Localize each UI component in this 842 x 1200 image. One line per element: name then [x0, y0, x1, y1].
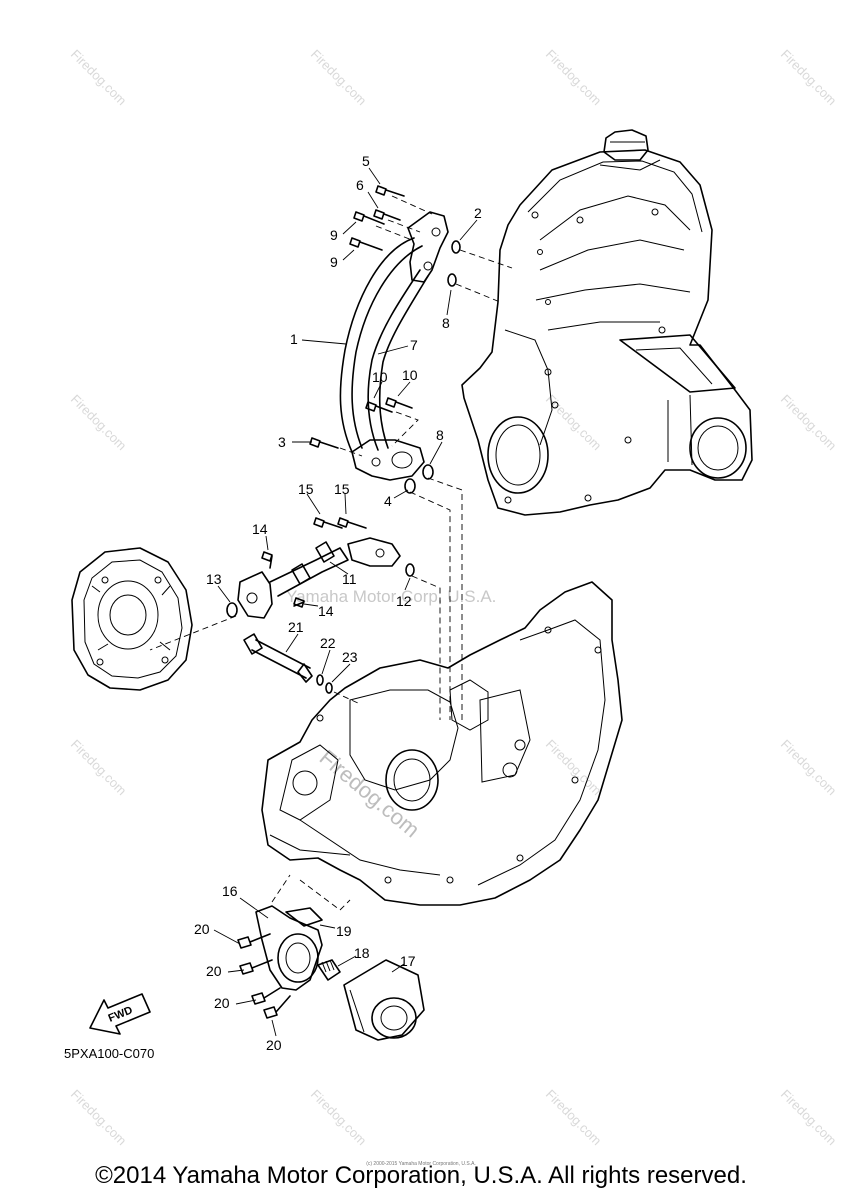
- callout-22: 22: [320, 635, 336, 651]
- callout-6: 6: [356, 177, 364, 193]
- watermark: Firedog.com: [778, 1087, 840, 1149]
- watermark-center: Yamaha Motor Corp, U.S.A.: [286, 587, 496, 606]
- oil-delivery-pipe: [237, 537, 401, 619]
- callout-17: 17: [400, 953, 416, 969]
- callout-19: 19: [336, 923, 352, 939]
- crankcase-cover-upper: [461, 129, 753, 516]
- callouts: 5 6 9 9 2 8 1 7 10 10 3 8 4 15 15 14 11 …: [194, 153, 482, 1053]
- callout-12: 12: [396, 593, 412, 609]
- watermark: Firedog.com: [778, 392, 840, 454]
- callout-8: 8: [442, 315, 450, 331]
- oil-pipe-assembly: [339, 211, 449, 481]
- callout-4: 4: [384, 493, 392, 509]
- watermark: Firedog.com: [68, 737, 130, 799]
- bolts-upper: [261, 185, 413, 608]
- oil-filter-assembly: [237, 905, 425, 1041]
- watermark-layer: Firedog.com Firedog.com Firedog.com Fire…: [68, 47, 840, 1149]
- callout-16: 16: [222, 883, 238, 899]
- watermark: Firedog.com: [543, 737, 605, 799]
- callout-11: 11: [342, 571, 357, 587]
- callout-1: 1: [290, 331, 298, 347]
- callout-15: 15: [298, 481, 314, 497]
- callout-20: 20: [206, 963, 222, 979]
- callout-20: 20: [194, 921, 210, 937]
- leader-lines: [213, 167, 478, 1037]
- callout-8: 8: [436, 427, 444, 443]
- callout-10: 10: [372, 369, 388, 385]
- callout-13: 13: [206, 571, 222, 587]
- tiny-credit: (c) 2000-2015 Yamaha Motor Corporation, …: [366, 1161, 476, 1167]
- watermark: Firedog.com: [68, 392, 130, 454]
- callout-14: 14: [252, 521, 268, 537]
- watermark: Firedog.com: [543, 47, 605, 109]
- o-rings: [226, 240, 461, 694]
- callout-5: 5: [362, 153, 370, 169]
- copyright-notice: ©2014 Yamaha Motor Corporation, U.S.A. A…: [95, 1162, 747, 1189]
- callout-14: 14: [318, 603, 334, 619]
- diagram-code: 5PXA100-C070: [64, 1046, 154, 1061]
- fwd-arrow-icon: FWD: [89, 993, 151, 1035]
- callout-3: 3: [278, 434, 286, 450]
- callout-18: 18: [354, 945, 370, 961]
- callout-23: 23: [342, 649, 358, 665]
- callout-7: 7: [410, 337, 418, 353]
- callout-10: 10: [402, 367, 418, 383]
- callout-20: 20: [214, 995, 230, 1011]
- crankcase-lower: [261, 581, 623, 906]
- watermark: Firedog.com: [543, 1087, 605, 1149]
- watermark: Firedog.com: [308, 47, 370, 109]
- callout-15: 15: [334, 481, 350, 497]
- callout-9: 9: [330, 227, 338, 243]
- watermark: Firedog.com: [543, 392, 605, 454]
- callout-21: 21: [288, 619, 304, 635]
- callout-20: 20: [266, 1037, 282, 1053]
- union-bolt: [243, 633, 313, 683]
- watermark: Firedog.com: [778, 737, 840, 799]
- callout-2: 2: [474, 205, 482, 221]
- callout-9: 9: [330, 254, 338, 270]
- watermark: Firedog.com: [778, 47, 840, 109]
- watermark: Firedog.com: [68, 47, 130, 109]
- watermark: Firedog.com: [308, 1087, 370, 1149]
- side-cover-left: [71, 547, 193, 691]
- alignment-lines: [149, 195, 513, 911]
- watermark: Firedog.com: [68, 1087, 130, 1149]
